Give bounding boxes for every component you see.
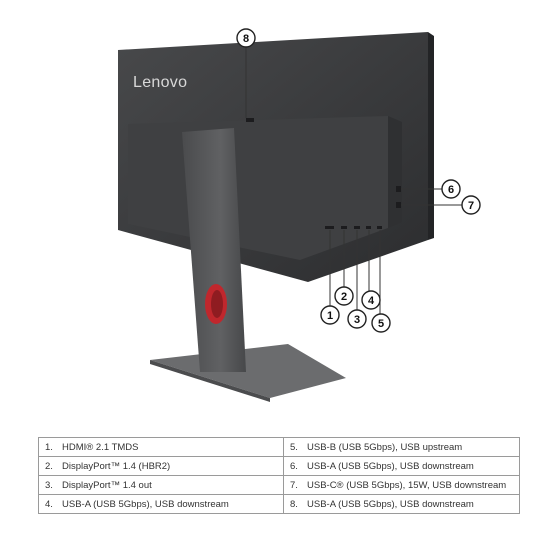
callout-8: 8 xyxy=(236,28,256,48)
svg-text:2: 2 xyxy=(341,291,347,303)
port-cell-2: 2. DisplayPort™ 1.4 (HBR2) xyxy=(38,456,284,476)
bottom-port-hdmi xyxy=(325,226,334,229)
bottom-port-usb-b xyxy=(377,226,382,229)
rear-housing-side xyxy=(388,116,402,228)
port-number: 3. xyxy=(45,479,53,491)
brand-logo: Lenovo xyxy=(133,74,187,91)
monitor-panel-edge xyxy=(428,32,434,240)
port-label: USB-A (USB 5Gbps), USB downstream xyxy=(62,498,229,510)
callout-3: 3 xyxy=(347,309,367,329)
table-row: 3. DisplayPort™ 1.4 out 7. USB-C® (USB 5Gb… xyxy=(38,475,520,495)
monitor-rear-diagram: Lenovo 8 1 2 3 4 5 6 7 xyxy=(118,28,481,402)
port-label: DisplayPort™ 1.4 out xyxy=(62,479,152,491)
port-label: HDMI® 2.1 TMDS xyxy=(62,441,139,453)
port-cell-8: 8. USB-A (USB 5Gbps), USB downstream xyxy=(283,494,520,514)
port-label: USB-A (USB 5Gbps), USB downstream xyxy=(307,498,474,510)
svg-text:8: 8 xyxy=(243,33,249,45)
callout-2: 2 xyxy=(334,286,354,306)
table-row: 1. HDMI® 2.1 TMDS 5. USB-B (USB 5Gbps), US… xyxy=(38,437,520,457)
svg-text:7: 7 xyxy=(468,200,474,212)
port-cell-7: 7. USB-C® (USB 5Gbps), 15W, USB downstrea… xyxy=(283,475,520,495)
cable-hole-inner xyxy=(211,290,223,318)
rear-top-port xyxy=(246,118,254,122)
port-number: 6. xyxy=(290,460,298,472)
callout-1: 1 xyxy=(320,305,340,325)
port-number: 7. xyxy=(290,479,298,491)
port-cell-4: 4. USB-A (USB 5Gbps), USB downstream xyxy=(38,494,284,514)
bottom-port-dp-out xyxy=(354,226,360,229)
svg-text:6: 6 xyxy=(448,184,454,196)
callout-4: 4 xyxy=(361,290,381,310)
port-number: 8. xyxy=(290,498,298,510)
port-label: USB-B (USB 5Gbps), USB upstream xyxy=(307,441,463,453)
callout-5: 5 xyxy=(371,313,391,333)
bottom-port-dp xyxy=(341,226,347,229)
port-number: 5. xyxy=(290,441,298,453)
svg-text:3: 3 xyxy=(354,314,360,326)
port-cell-5: 5. USB-B (USB 5Gbps), USB upstream xyxy=(283,437,520,457)
svg-text:1: 1 xyxy=(327,310,333,322)
port-number: 1. xyxy=(45,441,53,453)
port-legend-table: 1. HDMI® 2.1 TMDS 5. USB-B (USB 5Gbps), US… xyxy=(38,437,520,514)
port-label: USB-A (USB 5Gbps), USB downstream xyxy=(307,460,474,472)
stand-neck xyxy=(182,128,246,372)
port-label: USB-C® (USB 5Gbps), 15W, USB downstream xyxy=(307,479,507,491)
side-port-usb-a xyxy=(396,186,401,192)
port-cell-3: 3. DisplayPort™ 1.4 out xyxy=(38,475,284,495)
callout-6: 6 xyxy=(441,179,461,199)
port-cell-1: 1. HDMI® 2.1 TMDS xyxy=(38,437,284,457)
side-port-usb-c xyxy=(396,202,401,208)
port-label: DisplayPort™ 1.4 (HBR2) xyxy=(62,460,171,472)
table-row: 4. USB-A (USB 5Gbps), USB downstream 8. US… xyxy=(38,494,520,514)
port-number: 4. xyxy=(45,498,53,510)
port-cell-6: 6. USB-A (USB 5Gbps), USB downstream xyxy=(283,456,520,476)
svg-text:5: 5 xyxy=(378,318,384,330)
callout-7: 7 xyxy=(461,195,481,215)
port-number: 2. xyxy=(45,460,53,472)
bottom-port-usb-a xyxy=(366,226,371,229)
stand-base-edge xyxy=(150,360,270,402)
table-row: 2. DisplayPort™ 1.4 (HBR2) 6. USB-A (USB 5… xyxy=(38,456,520,476)
svg-text:4: 4 xyxy=(368,295,375,307)
